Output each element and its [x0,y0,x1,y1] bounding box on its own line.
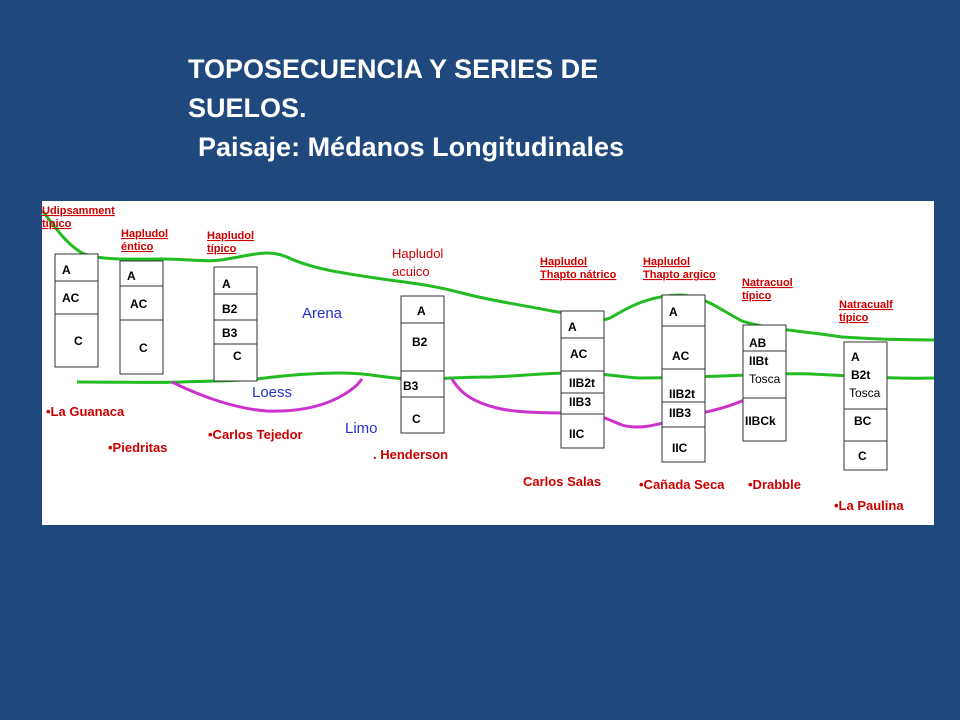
horizon-label: B3 [403,379,419,393]
profile-8: Natracualf típico A B2t Tosca BC C •La P… [834,299,904,513]
series-label: •Cañada Seca [639,477,725,492]
title-line-3: Paisaje: Médanos Longitudinales [198,132,625,162]
taxonomy-label: Hapludol [540,256,587,268]
horizon-label: IIBCk [745,414,776,428]
taxonomy-label: Hapludol [121,228,168,240]
title-line-2: SUELOS. [188,93,307,123]
soil-column [843,341,888,471]
material-label-arena: Arena [302,305,343,322]
horizon-label: B3 [222,326,238,340]
horizon-label: AC [62,291,80,305]
series-label: •Piedritas [108,440,167,455]
horizon-label: C [858,449,867,463]
diagram-canvas: Arena Loess Limo Udipsamment típico A AC… [40,205,935,513]
soil-column [54,253,99,368]
horizon-label: AB [749,336,767,350]
taxonomy-label: éntico [121,241,154,253]
taxonomy-label: Hapludol [207,230,254,242]
profile-1: Udipsamment típico A AC C •La Guanaca [42,205,125,419]
series-label: •La Guanaca [46,404,125,419]
horizon-label: A [851,350,860,364]
horizon-label: IIC [672,441,688,455]
taxonomy-label: Natracuol [742,277,793,289]
horizon-label: IIB3 [569,395,591,409]
taxonomy-label: típico [42,218,72,230]
profile-2: Hapludol éntico A AC C •Piedritas [108,228,168,455]
slide-title: TOPOSECUENCIA Y SERIES DE SUELOS. Paisaj… [188,50,624,167]
taxonomy-label: típico [207,243,237,255]
horizon-label: IIC [569,427,585,441]
soil-column [119,260,164,375]
profile-6: Hapludol Thapto argico A AC IIB2t IIB3 I… [639,256,725,492]
horizon-label: C [139,341,148,355]
taxonomy-label: típico [742,290,772,302]
horizon-label: B2t [851,368,870,382]
profile-7: Natracuol típico AB IIBt Tosca IIBCk •Dr… [742,277,801,492]
horizon-label: C [74,334,83,348]
surface-line [40,209,935,342]
series-label: Carlos Salas [523,474,601,489]
discontinuity-line-2 [450,370,779,429]
horizon-label-tosca: Tosca [849,386,881,400]
soil-column [213,266,258,382]
loess-surface-line [76,371,935,384]
horizon-label: IIB3 [669,406,691,420]
horizon-label: A [222,277,231,291]
material-label-loess: Loess [252,384,292,401]
taxonomy-label: típico [839,312,869,324]
horizon-label-tosca: Tosca [749,372,781,386]
horizon-label: A [669,305,678,319]
discontinuity-line [171,378,364,413]
taxonomy-label: acuico [392,264,430,279]
taxonomy-label: Thapto argico [643,269,716,281]
taxonomy-label: Udipsamment [42,205,115,217]
series-label: •La Paulina [834,498,904,513]
horizon-label: C [412,412,421,426]
horizon-label: B2 [222,302,238,316]
horizon-label: AC [130,297,148,311]
taxonomy-label: Hapludol [643,256,690,268]
horizon-label: AC [570,347,588,361]
profile-4: Hapludol acuico A B2 B3 C . Henderson [373,246,448,462]
title-line-1: TOPOSECUENCIA Y SERIES DE [188,54,599,84]
horizon-label: BC [854,414,872,428]
horizon-label: A [62,263,71,277]
horizon-label: IIB2t [669,387,695,401]
toposequence-diagram: Arena Loess Limo Udipsamment típico A AC… [40,201,935,525]
series-label: •Carlos Tejedor [208,427,303,442]
horizon-label: B2 [412,335,428,349]
series-label: •Drabble [748,477,801,492]
soil-column [661,294,706,463]
horizon-label: IIB2t [569,376,595,390]
taxonomy-label: Thapto nátrico [540,269,617,281]
horizon-label: C [233,349,242,363]
material-label-limo: Limo [345,420,378,437]
horizon-label: AC [672,349,690,363]
horizon-label: A [127,269,136,283]
horizon-label: A [417,304,426,318]
horizon-label: A [568,320,577,334]
horizon-label: IIBt [749,354,768,368]
taxonomy-label: Natracualf [839,299,893,311]
taxonomy-label: Hapludol [392,246,443,261]
profile-3: Hapludol típico A B2 B3 C •Carlos Tejedo… [207,230,303,442]
soil-column [560,310,605,449]
series-label: . Henderson [373,447,448,462]
soil-column [400,295,445,434]
soil-column [742,324,787,442]
profile-5: Hapludol Thapto nátrico A AC IIB2t IIB3 … [523,256,617,489]
